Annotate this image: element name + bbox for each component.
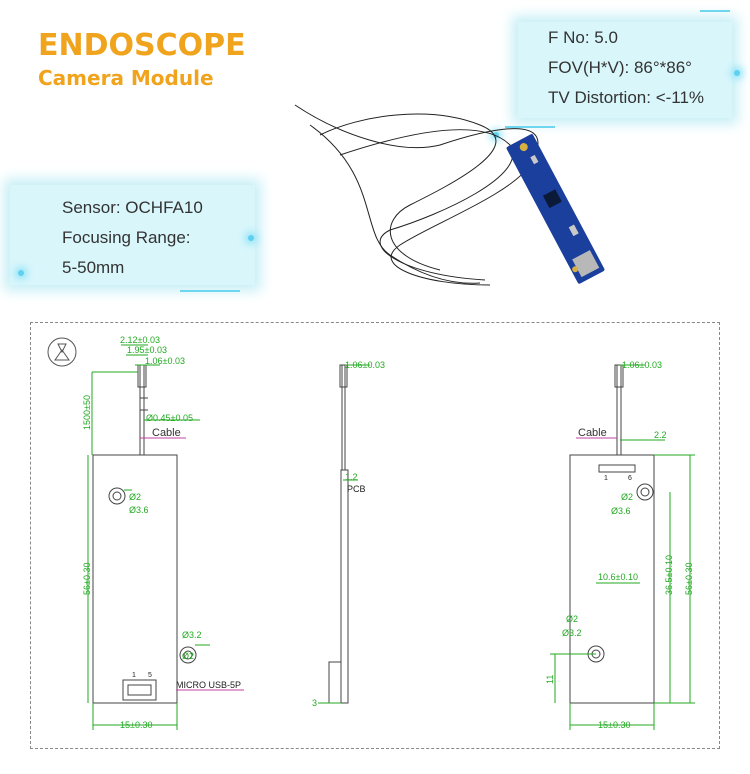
dim-label: Ø2 — [129, 492, 141, 502]
dim-label: 10.6±0.10 — [598, 572, 638, 582]
product-title: ENDOSCOPE — [38, 28, 246, 63]
deco-line — [700, 10, 730, 12]
dim-label: 56±0.30 — [82, 563, 92, 595]
cable-label: Cable — [578, 427, 607, 439]
glow-dot — [18, 270, 24, 276]
pin-label: 5 — [148, 672, 152, 679]
spec-focus-range: 5-50mm — [62, 258, 125, 277]
spec-panel-right — [518, 22, 732, 118]
glow-dot — [493, 132, 499, 138]
dim-label: 1.06±0.03 — [622, 360, 662, 370]
dim-label: 1.06±0.03 — [145, 356, 185, 366]
dim-label: Ø2 — [621, 492, 633, 502]
dim-label: Ø3.6 — [129, 505, 149, 515]
dim-label: Ø2 — [182, 651, 194, 661]
product-photo — [294, 104, 605, 286]
dim-label: Ø3.6 — [611, 506, 631, 516]
dim-label: 36.5±0.10 — [664, 555, 674, 595]
projection-icon — [47, 337, 77, 367]
pin-label: 1 — [132, 672, 136, 679]
left-view — [87, 344, 244, 730]
dim-label: 1.2 — [345, 472, 358, 482]
dim-label: 11 — [545, 675, 555, 684]
spec-fov: FOV(H*V): 86°*86° — [548, 58, 692, 77]
pin-label: 1 — [604, 475, 608, 482]
pcb-label: PCB — [347, 484, 366, 494]
back-view — [550, 364, 695, 730]
dim-label: 15±0.30 — [120, 720, 152, 730]
drawing-frame — [30, 322, 720, 749]
dim-label: Ø3.2 — [562, 628, 582, 638]
dim-label: 1.06±0.03 — [345, 360, 385, 370]
deco-line — [180, 290, 240, 292]
spec-fno: F No: 5.0 — [548, 28, 618, 47]
cable-label: Cable — [152, 427, 181, 439]
spec-sensor: Sensor: OCHFA10 — [62, 198, 203, 217]
spec-panel-left — [10, 185, 255, 285]
usb-label: MICRO USB-5P — [176, 680, 241, 690]
dim-label: Ø0.45±0.05 — [146, 413, 193, 423]
dim-label: 56±0.30 — [684, 563, 694, 595]
pin-label: 6 — [628, 475, 632, 482]
dim-label: 1.95±0.03 — [127, 345, 167, 355]
deco-line — [505, 126, 555, 128]
dim-label: 3 — [312, 698, 317, 708]
dim-label: Ø2 — [566, 614, 578, 624]
dim-label: 1500±50 — [82, 395, 92, 430]
product-subtitle: Camera Module — [38, 66, 214, 90]
pcb-board — [506, 134, 605, 284]
dim-label: 15±0.30 — [598, 720, 630, 730]
dim-label: Ø3.2 — [182, 630, 202, 640]
dim-label: 2.12±0.03 — [120, 335, 160, 345]
side-view — [318, 364, 370, 704]
glow-dot — [248, 235, 254, 241]
spec-distortion: TV Distortion: <-11% — [548, 88, 705, 107]
spec-focus-label: Focusing Range: — [62, 228, 191, 247]
glow-dot — [734, 70, 740, 76]
dim-label: 2.2 — [654, 430, 667, 440]
